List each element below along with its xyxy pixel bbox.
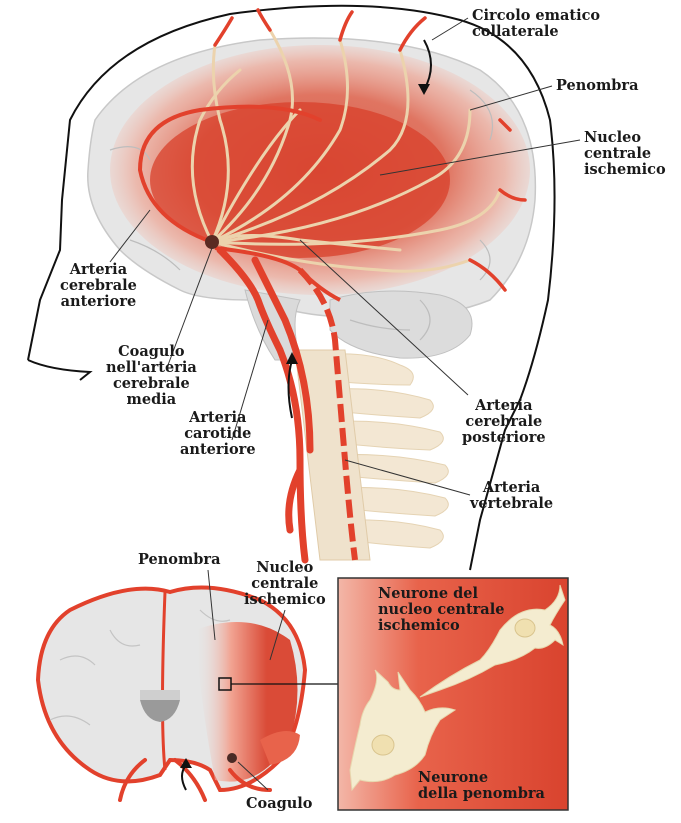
label-nucleo-bottom: Nucleo centrale ischemico <box>244 560 326 608</box>
label-coagulo-arteria-media: Coagulo nell'arteria cerebrale media <box>106 344 197 408</box>
label-arteria-vertebrale: Arteria vertebrale <box>470 480 553 512</box>
label-penombra-bottom: Penombra <box>138 552 220 568</box>
label-arteria-carotide: Arteria carotide anteriore <box>180 410 256 458</box>
label-neurone-nucleo: Neurone del nucleo centrale ischemico <box>378 586 504 634</box>
label-arteria-cerebrale-anteriore: Arteria cerebrale anteriore <box>60 262 137 310</box>
label-coagulo-bottom: Coagulo <box>246 796 312 812</box>
clot-mca <box>205 235 219 249</box>
label-neurone-penombra: Neurone della penombra <box>418 770 545 802</box>
cerebellum <box>330 291 472 358</box>
label-arteria-cerebrale-posteriore: Arteria cerebrale posteriore <box>462 398 546 446</box>
label-nucleo-top: Nucleo centrale ischemico <box>584 130 666 178</box>
label-penombra-top: Penombra <box>556 78 638 94</box>
label-circolo-ematico: Circolo ematico collaterale <box>472 8 600 40</box>
